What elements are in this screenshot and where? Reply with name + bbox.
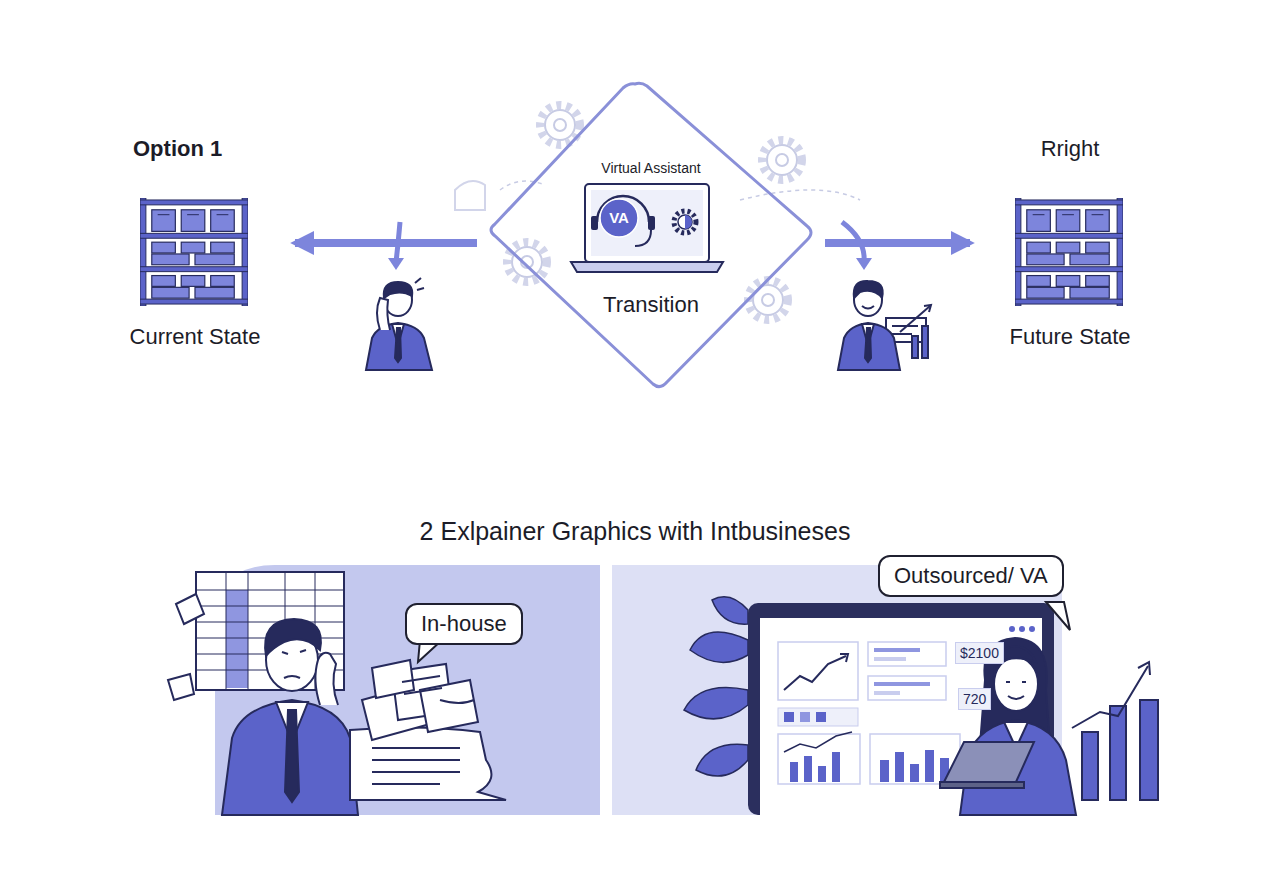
speech-bubble-text: Outsourced/ VA	[894, 563, 1048, 589]
paper-pile	[350, 660, 506, 800]
state-label: Future State	[976, 324, 1164, 350]
dashboard-monitor	[748, 603, 1054, 815]
outsourced-panel	[612, 565, 1062, 815]
transition-label: Transition	[481, 292, 821, 318]
bubble-tail	[1046, 602, 1070, 630]
diamond-shape	[481, 80, 821, 390]
gears	[455, 105, 860, 320]
transition-diamond: Virtual AssistantTransition VA	[481, 80, 821, 390]
growth-bars	[1072, 662, 1158, 800]
va-badge-text: VA	[595, 198, 643, 238]
stat-value: $2100	[955, 642, 1004, 664]
speech-bubble: Outsourced/ VA	[878, 555, 1064, 597]
stat-value: 720	[958, 688, 991, 710]
diagram-title: 2 Exlpainer Graphics with Intbusineses	[0, 516, 1270, 546]
arrow-connector	[825, 239, 970, 247]
shelf-node: Option 1 Current State	[101, 130, 289, 360]
stressed-man	[222, 619, 358, 815]
shelf-node: RrightFuture State	[976, 130, 1164, 360]
arrow-connector	[295, 239, 477, 247]
va-badge: VA	[595, 198, 643, 238]
option-title: Rright	[976, 136, 1164, 162]
option-title: Option 1	[101, 136, 289, 162]
leaves	[684, 597, 748, 776]
woman-with-laptop	[940, 638, 1076, 815]
speech-bubble: In-house	[405, 603, 523, 645]
speech-bubble-text: In-house	[421, 611, 507, 637]
state-label: Current State	[101, 324, 289, 350]
assistant-label: Virtual Assistant	[481, 160, 821, 177]
